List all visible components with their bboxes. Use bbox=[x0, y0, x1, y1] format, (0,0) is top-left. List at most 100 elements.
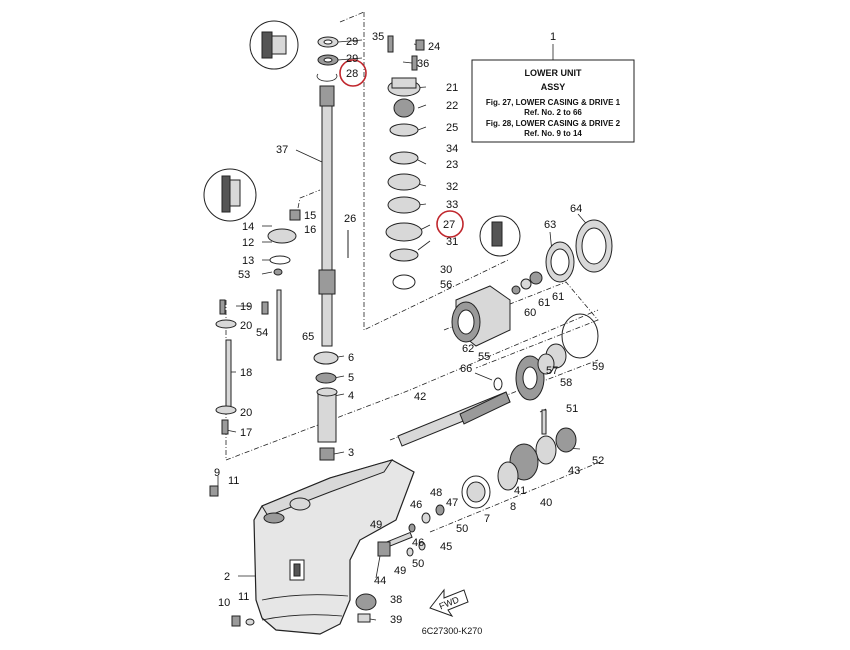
shift-assembly bbox=[203, 168, 349, 497]
part-label: 49 bbox=[370, 519, 382, 531]
part-label: 18 bbox=[240, 367, 252, 379]
part-label: 5 bbox=[348, 372, 354, 384]
part-label: 30 bbox=[440, 264, 452, 276]
drain-screws bbox=[231, 615, 255, 627]
part-label: 25 bbox=[446, 122, 458, 134]
part-labels: 29 29 28 35 24 36 21 22 25 34 23 32 33 2… bbox=[214, 31, 604, 626]
seal-orientation-inset bbox=[249, 20, 299, 70]
part-label: 58 bbox=[560, 377, 572, 389]
part-label: 17 bbox=[240, 427, 252, 439]
lower-shaft-parts bbox=[313, 351, 339, 461]
part-label: 53 bbox=[238, 269, 250, 281]
highlight-ring-28 bbox=[339, 59, 367, 87]
part-label: 44 bbox=[374, 575, 386, 587]
part-label: 41 bbox=[514, 485, 526, 497]
part-label: 27 bbox=[443, 219, 455, 231]
part-label: 34 bbox=[446, 143, 458, 155]
part-label: 31 bbox=[446, 236, 458, 248]
part-label: 49 bbox=[394, 565, 406, 577]
part-label: 10 bbox=[218, 597, 230, 609]
part-label: 59 bbox=[592, 361, 604, 373]
part-label: 65 bbox=[302, 331, 314, 343]
info-box-line-4: Ref. No. 9 to 14 bbox=[524, 129, 582, 138]
part-label: 28 bbox=[346, 68, 358, 80]
part-label: 12 bbox=[242, 237, 254, 249]
reverse-gear-group bbox=[493, 343, 567, 401]
part-label: 46 bbox=[412, 537, 424, 549]
part-label: 54 bbox=[256, 327, 268, 339]
part-label: 52 bbox=[592, 455, 604, 467]
part-label: 36 bbox=[417, 58, 429, 70]
part-label: 47 bbox=[446, 497, 458, 509]
part-label: 9 bbox=[214, 467, 220, 479]
part-label: 8 bbox=[510, 501, 516, 513]
info-box-title: LOWER UNIT bbox=[525, 68, 582, 78]
drive-shaft bbox=[318, 85, 336, 347]
part-label: 42 bbox=[414, 391, 426, 403]
part-label: 55 bbox=[478, 351, 490, 363]
part-label: 66 bbox=[460, 363, 472, 375]
forward-gear-group bbox=[461, 409, 577, 509]
part-label: 60 bbox=[524, 307, 536, 319]
part-label: 19 bbox=[240, 301, 252, 313]
part-label: 32 bbox=[446, 181, 458, 193]
part-label: 16 bbox=[304, 224, 316, 236]
propeller-shaft-housing bbox=[451, 215, 613, 359]
part-label: 37 bbox=[276, 144, 288, 156]
propeller-shaft bbox=[397, 391, 511, 447]
pinion-and-nut bbox=[355, 593, 377, 623]
part-label: 35 bbox=[372, 31, 384, 43]
part-label: 3 bbox=[348, 447, 354, 459]
part-label: 62 bbox=[462, 343, 474, 355]
part-label: 43 bbox=[568, 465, 580, 477]
part-label: 57 bbox=[546, 365, 558, 377]
part-label: 64 bbox=[570, 203, 582, 215]
part-label: 21 bbox=[446, 82, 458, 94]
info-box-line-1: Fig. 27, LOWER CASING & DRIVE 1 bbox=[486, 98, 621, 107]
part-label: 11 bbox=[228, 475, 239, 487]
top-seal-stack bbox=[316, 36, 339, 82]
part-label: 2 bbox=[224, 571, 230, 583]
info-box-ref: 1 bbox=[550, 31, 556, 43]
part-label: 63 bbox=[544, 219, 556, 231]
part-label: 4 bbox=[348, 390, 354, 402]
highlight-ring-27 bbox=[436, 210, 464, 238]
part-label: 50 bbox=[456, 523, 468, 535]
info-box-line-3: Fig. 28, LOWER CASING & DRIVE 2 bbox=[486, 119, 621, 128]
highlight-markers bbox=[339, 59, 464, 238]
part-label: 33 bbox=[446, 199, 458, 211]
part-label: 40 bbox=[540, 497, 552, 509]
part-label: 11 bbox=[238, 591, 249, 603]
part-label: 6 bbox=[348, 352, 354, 364]
part-label: 45 bbox=[440, 541, 452, 553]
part-label: 39 bbox=[390, 614, 402, 626]
part-label: 56 bbox=[440, 279, 452, 291]
part-label: 48 bbox=[430, 487, 442, 499]
part-label: 24 bbox=[428, 41, 440, 53]
info-box: 1 LOWER UNIT ASSY Fig. 27, LOWER CASING … bbox=[471, 31, 635, 143]
forward-arrow: FWD bbox=[429, 588, 469, 617]
part-label: 61 bbox=[538, 297, 550, 309]
part-label: 23 bbox=[446, 159, 458, 171]
part-label: 51 bbox=[566, 403, 578, 415]
part-label: 26 bbox=[344, 213, 356, 225]
info-box-subtitle: ASSY bbox=[541, 82, 566, 92]
part-label: 38 bbox=[390, 594, 402, 606]
shift-plunger-parts bbox=[377, 504, 445, 557]
part-label: 46 bbox=[410, 499, 422, 511]
info-box-line-2: Ref. No. 2 to 66 bbox=[524, 108, 582, 117]
part-label: 29 bbox=[346, 53, 358, 65]
part-label: 7 bbox=[484, 513, 490, 525]
part-label: 29 bbox=[346, 36, 358, 48]
part-label: 20 bbox=[240, 320, 252, 332]
part-label: 15 bbox=[304, 210, 316, 222]
part-label: 22 bbox=[446, 100, 458, 112]
lower-casing bbox=[253, 459, 415, 635]
part-label: 61 bbox=[552, 291, 564, 303]
part-label: 20 bbox=[240, 407, 252, 419]
part-label: 50 bbox=[412, 558, 424, 570]
part-label: 13 bbox=[242, 255, 254, 267]
water-pump-assembly bbox=[385, 35, 425, 290]
